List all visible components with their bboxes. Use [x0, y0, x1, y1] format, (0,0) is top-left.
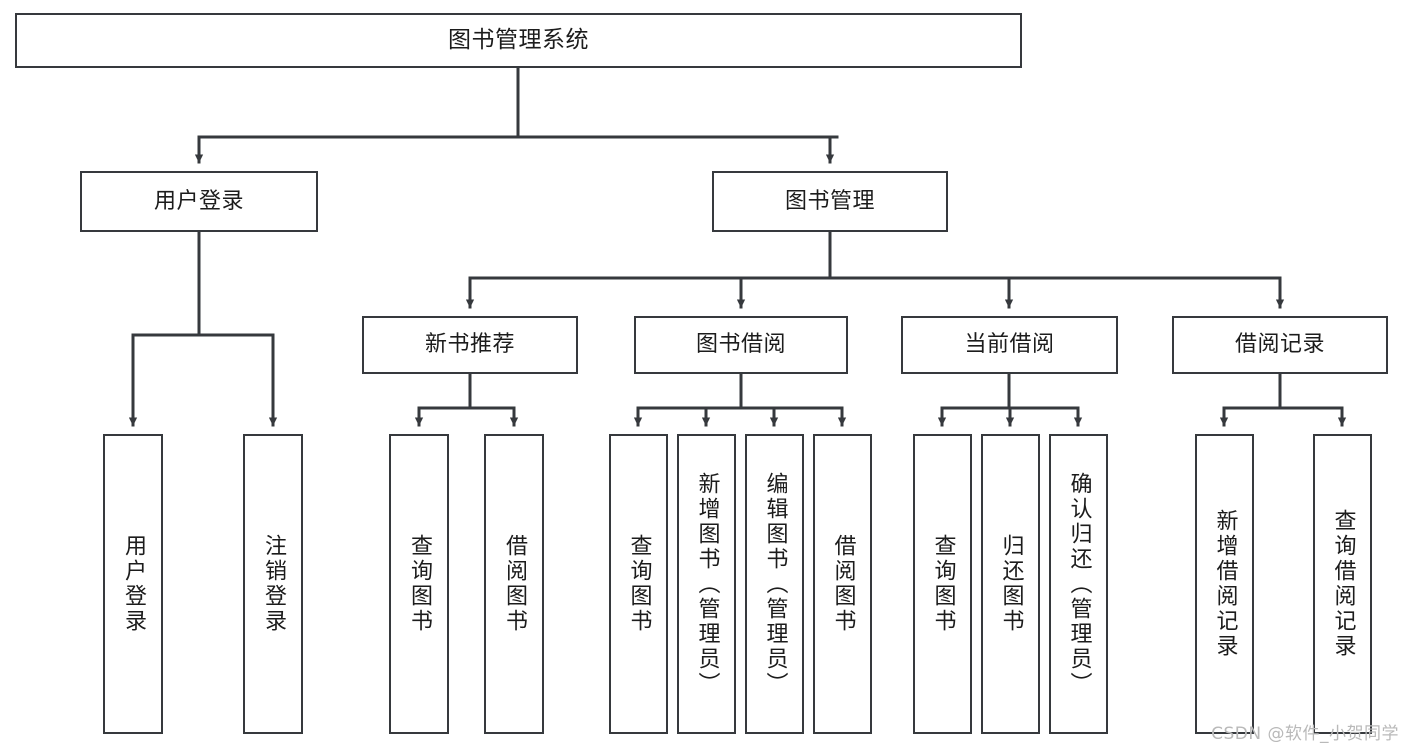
node-borrow-record[interactable]: 借阅记录 — [1172, 316, 1388, 374]
node-book-manage[interactable]: 图书管理 — [712, 171, 948, 232]
node-label: 用户登录 — [121, 534, 146, 634]
node-label: 编辑图书（管理员） — [762, 471, 788, 697]
node-label: 用户登录 — [153, 188, 244, 214]
node-leaf-query-book-current[interactable]: 查询图书 — [913, 434, 972, 734]
node-root-system[interactable]: 图书管理系统 — [15, 13, 1022, 68]
node-book-borrow[interactable]: 图书借阅 — [634, 316, 848, 374]
node-label: 当前借阅 — [964, 332, 1055, 358]
node-new-book-recommend[interactable]: 新书推荐 — [362, 316, 578, 374]
node-label: 注销登录 — [261, 534, 286, 634]
node-leaf-add-book-admin[interactable]: 新增图书（管理员） — [677, 434, 736, 734]
node-label: 图书借阅 — [695, 332, 786, 358]
node-leaf-logout[interactable]: 注销登录 — [243, 434, 303, 734]
node-label: 借阅记录 — [1234, 332, 1325, 358]
node-label: 图书管理系统 — [448, 26, 589, 53]
node-leaf-query-book-borrow[interactable]: 查询图书 — [609, 434, 668, 734]
node-label: 图书管理 — [784, 188, 875, 214]
node-label: 借阅图书 — [502, 534, 527, 634]
node-leaf-edit-book-admin[interactable]: 编辑图书（管理员） — [745, 434, 804, 734]
node-label: 新增借阅记录 — [1212, 509, 1238, 659]
node-label: 查询图书 — [407, 534, 432, 634]
node-leaf-return-book[interactable]: 归还图书 — [981, 434, 1040, 734]
node-leaf-borrow-book-rec[interactable]: 借阅图书 — [484, 434, 544, 734]
node-current-borrow[interactable]: 当前借阅 — [901, 316, 1118, 374]
node-leaf-query-borrow-record[interactable]: 查询借阅记录 — [1313, 434, 1372, 734]
node-leaf-borrow-book[interactable]: 借阅图书 — [813, 434, 872, 734]
node-label: 查询图书 — [930, 534, 956, 634]
node-user-login[interactable]: 用户登录 — [80, 171, 318, 232]
node-leaf-user-login[interactable]: 用户登录 — [103, 434, 163, 734]
node-label: 确认归还（管理员） — [1066, 471, 1092, 697]
node-label: 查询借阅记录 — [1330, 509, 1356, 659]
watermark-text: CSDN @软件_小贺同学 — [1211, 724, 1399, 744]
node-label: 归还图书 — [998, 534, 1024, 634]
node-leaf-query-book-rec[interactable]: 查询图书 — [389, 434, 449, 734]
node-leaf-confirm-return-admin[interactable]: 确认归还（管理员） — [1049, 434, 1108, 734]
node-label: 新书推荐 — [424, 332, 515, 358]
node-label: 借阅图书 — [830, 534, 856, 634]
node-label: 新增图书（管理员） — [694, 471, 720, 697]
node-leaf-add-borrow-record[interactable]: 新增借阅记录 — [1195, 434, 1254, 734]
node-label: 查询图书 — [626, 534, 652, 634]
